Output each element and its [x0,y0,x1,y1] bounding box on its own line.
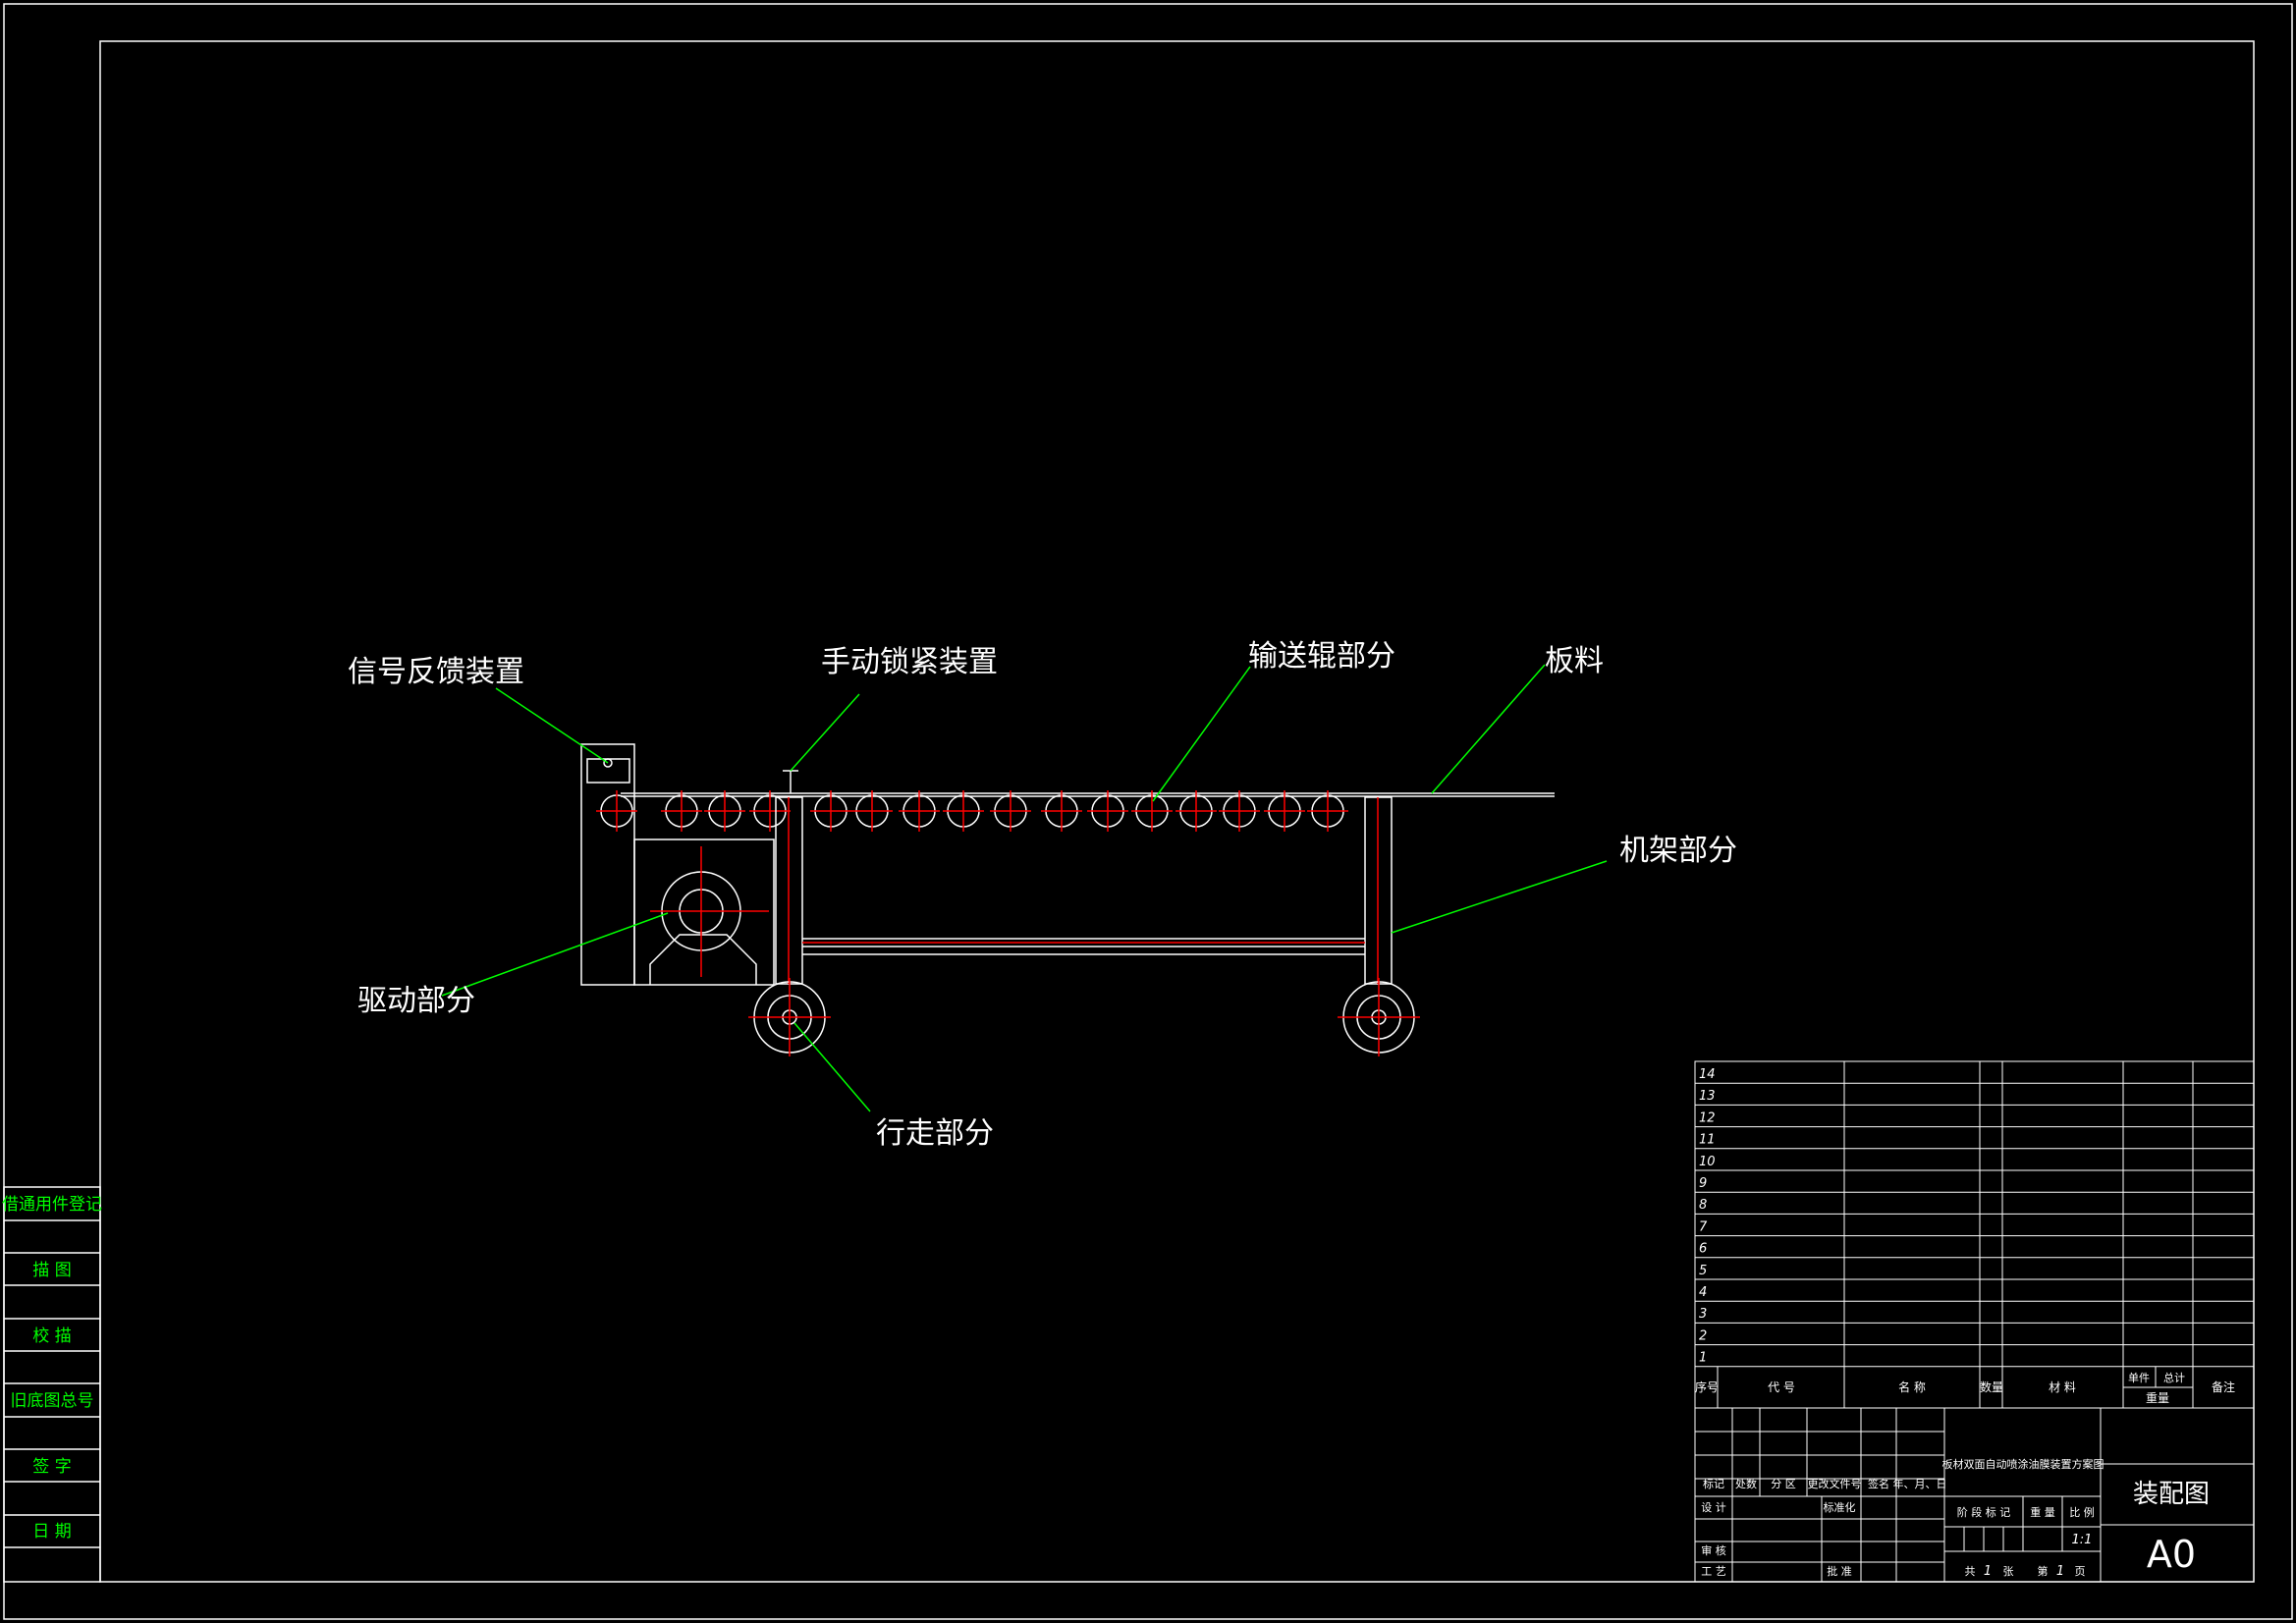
tb-change-doc: 更改文件号 [1808,1477,1862,1490]
conveyor-roller [1307,790,1348,832]
parts-row-number: 14 [1699,1067,1716,1082]
side-item-3: 旧底图总号 [11,1391,94,1411]
label-drive: 驱动部分 [357,984,475,1018]
label-conveyor-roller: 输送辊部分 [1248,639,1395,674]
parts-header-name: 名 称 [1898,1380,1926,1394]
tb-page: 页 [2075,1565,2086,1578]
tb-review: 审 核 [1701,1543,1726,1557]
parts-row-number: 1 [1699,1351,1707,1366]
scale-value: 1:1 [2072,1533,2093,1547]
parts-row-number: 6 [1699,1242,1707,1257]
conveyor-roller [851,790,893,832]
parts-header-weight: 重量 [2146,1391,2169,1405]
conveyor-roller [704,790,745,832]
conveyor-roller [810,790,851,832]
tb-design: 设 计 [1701,1501,1726,1514]
label-sheet-material: 板料 [1545,644,1604,678]
side-item-2: 校 描 [32,1326,71,1346]
parts-list: 14 13 12 11 10 9 8 7 6 5 4 3 2 1 序号 代 号 名 称 数量 材 料 单件… [1694,1060,2255,1409]
leader-lines [441,664,1608,1112]
parts-header-remark: 备注 [2212,1380,2235,1394]
parts-header-total: 总计 [2163,1371,2185,1384]
conveyor-roller [596,790,637,832]
parts-row-number: 8 [1699,1198,1707,1213]
parts-row-number: 10 [1699,1155,1716,1169]
tb-date: 年、月、日 [1893,1477,1947,1490]
side-item-4: 签 字 [32,1457,71,1477]
tb-weight: 重 量 [2030,1505,2055,1519]
tb-mark: 标记 [1703,1477,1724,1490]
parts-row-number: 5 [1699,1264,1707,1278]
tb-zone: 分 区 [1771,1478,1796,1490]
side-item-1: 描 图 [32,1261,71,1280]
label-frame: 机架部分 [1619,834,1737,868]
label-travel: 行走部分 [876,1116,994,1151]
conveyor-roller [990,790,1031,832]
conveyor-rollers [596,790,1348,832]
sheets-total: 1 [1984,1564,1992,1579]
tb-count: 处数 [1735,1478,1757,1490]
conveyor-roller [1041,790,1082,832]
title-block: 标记 处数 分 区 更改文件号 签名 年、月、日 设 计 标准化 审 核 工 艺… [1694,1407,2255,1583]
tb-total-prefix: 共 [1965,1565,1976,1578]
outer-border [3,3,2293,1620]
drawing-size: A0 [2147,1533,2196,1576]
drive-unit [633,839,775,986]
parts-header-qty: 数量 [1980,1380,2003,1394]
tb-page-prefix: 第 [2038,1564,2049,1578]
conveyor-roller [1264,790,1305,832]
conveyor-roller [1219,790,1260,832]
drawing-title: 板材双面自动喷涂油膜装置方案图 [1942,1457,2105,1471]
parts-header-unit: 单件 [2128,1372,2150,1384]
conveyor-roller [749,790,791,832]
parts-row-number: 7 [1699,1219,1708,1234]
travel-wheels [748,978,1420,1056]
tb-sheets: 张 [2003,1565,2014,1578]
side-panel: 借通用件登记 描 图 校 描 旧底图总号 签 字 日 期 [2,1186,102,1583]
parts-row-number: 12 [1699,1110,1716,1125]
drawing-name: 装配图 [2133,1480,2210,1509]
parts-row-number: 2 [1699,1328,1707,1343]
label-signal-feedback: 信号反馈装置 [348,655,524,689]
parts-header-code: 代 号 [1768,1380,1795,1394]
conveyor-roller [1131,790,1173,832]
conveyor-roller [1087,790,1128,832]
tb-stage-mark: 阶 段 标 记 [1957,1505,2011,1519]
parts-row-number: 3 [1699,1307,1707,1322]
parts-row-number: 11 [1699,1133,1716,1148]
conveyor-roller [1175,790,1217,832]
parts-row-number: 13 [1699,1089,1716,1104]
label-manual-lock: 手动锁紧装置 [821,645,998,679]
conveyor-roller [899,790,940,832]
sheet-number: 1 [2056,1564,2064,1579]
tb-signature: 签名 [1868,1477,1889,1490]
tb-standardize: 标准化 [1824,1500,1856,1514]
parts-row-number: 9 [1699,1176,1707,1191]
conveyor-roller [943,790,984,832]
frame [775,796,1393,985]
machine-drawing [580,743,1555,1056]
parts-row-number: 4 [1699,1285,1707,1300]
tb-approve: 批 准 [1827,1564,1852,1578]
parts-header-material: 材 料 [2049,1380,2076,1394]
parts-header-seq: 序号 [1695,1380,1719,1394]
tb-process: 工 艺 [1701,1565,1726,1578]
conveyor-roller [661,790,702,832]
side-item-5: 日 期 [32,1522,71,1542]
inner-border [99,40,2255,1583]
tb-scale: 比 例 [2069,1505,2095,1519]
side-item-0: 借通用件登记 [2,1195,102,1215]
